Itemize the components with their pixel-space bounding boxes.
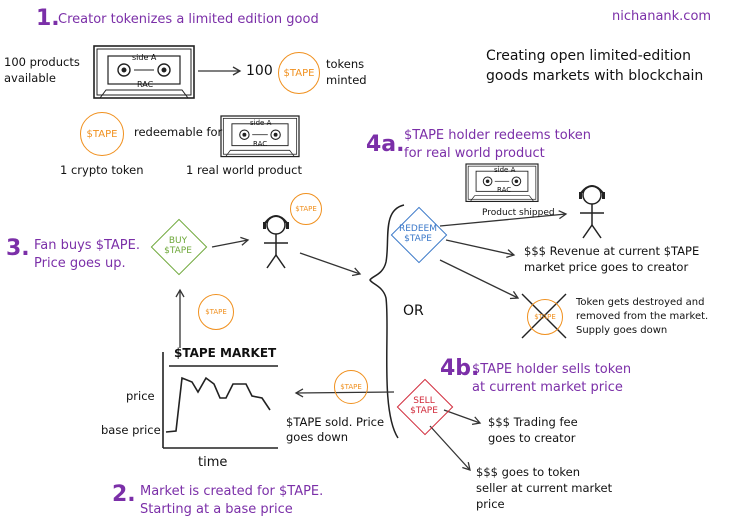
arrow-icon	[429, 425, 471, 471]
step3-number: 3.	[6, 236, 30, 261]
step4a-text-2: for real world product	[404, 146, 545, 161]
coin-icon: $TAPE	[278, 52, 320, 94]
fee-text-2: goes to creator	[488, 431, 576, 445]
axis-base-price-label: base price	[101, 423, 161, 437]
one-real-product-label: 1 real world product	[186, 163, 302, 177]
axis-time-label: time	[198, 455, 228, 470]
tape-brand-label: RAC	[497, 186, 512, 194]
destroyed-text-2: removed from the market.	[576, 311, 709, 322]
redeemable-label: redeemable for	[134, 125, 223, 139]
coin-icon: $TAPE	[290, 193, 322, 225]
tokens-label: tokens	[326, 57, 365, 71]
destroyed-text-3: Supply goes down	[576, 325, 668, 336]
market-chart	[162, 352, 278, 449]
site-link[interactable]: nichanank.com	[612, 9, 712, 24]
products-label-2: available	[4, 71, 56, 85]
arrow-icon	[211, 236, 250, 248]
step2-number: 2.	[112, 482, 136, 507]
step3-text-2: Price goes up.	[34, 256, 126, 271]
fee-text: $$$ Trading fee	[488, 415, 578, 429]
tape-side-label: side A	[250, 119, 272, 127]
or-label: OR	[403, 303, 424, 319]
coin-icon: $TAPE	[198, 294, 234, 330]
tape-side-label: side A	[132, 53, 157, 62]
step4a-text: $TAPE holder redeems token	[404, 128, 592, 143]
tape-brand-label: RAC	[253, 140, 268, 148]
coin-icon: $TAPE	[80, 112, 124, 156]
tape-side-label: side A	[494, 166, 516, 174]
products-label: 100 products	[4, 55, 80, 69]
tape-brand-label: RAC	[137, 80, 154, 89]
seller-text: $$$ goes to token	[476, 465, 581, 479]
buy-label: BUY$TAPE	[164, 236, 192, 257]
seller-text-3: price	[476, 497, 505, 511]
page-title: Creating open limited-edition	[486, 48, 691, 64]
seller-text-2: seller at current market	[476, 481, 613, 495]
arrow-icon	[443, 409, 482, 426]
step4a-number: 4a.	[366, 132, 405, 157]
arrow-icon	[439, 210, 568, 227]
sold-text-2: goes down	[286, 430, 349, 444]
coin-icon: $TAPE	[527, 299, 563, 335]
arrow-icon	[439, 259, 520, 300]
destroyed-text: Token gets destroyed and	[576, 297, 705, 308]
page-subtitle: goods markets with blockchain	[486, 68, 704, 84]
one-crypto-token-label: 1 crypto token	[60, 163, 144, 177]
step2-text-2: Starting at a base price	[140, 502, 293, 517]
step1-text: Creator tokenizes a limited edition good	[58, 12, 319, 27]
revenue-text-2: market price goes to creator	[524, 260, 689, 274]
arrow-icon	[299, 252, 362, 277]
sell-label: SELL$TAPE	[410, 396, 438, 417]
stick-figure-icon	[262, 215, 290, 269]
sold-text: $TAPE sold. Price	[286, 415, 385, 429]
redeem-label: REDEEM$TAPE	[398, 224, 437, 245]
step2-text: Market is created for $TAPE.	[140, 484, 324, 499]
step1-number: 1.	[36, 6, 60, 31]
stick-figure-icon	[578, 185, 606, 239]
brace	[369, 204, 405, 439]
price-line	[165, 376, 271, 433]
revenue-text: $$$ Revenue at current $TAPE	[524, 244, 700, 258]
step4b-text-2: at current market price	[472, 380, 623, 395]
step4b-text: $TAPE holder sells token	[472, 362, 632, 377]
axis-price-label: price	[126, 389, 155, 403]
tokens-count: 100	[246, 63, 273, 79]
step4b-number: 4b.	[440, 356, 480, 381]
step3-text: Fan buys $TAPE.	[34, 238, 140, 253]
arrow-icon	[445, 239, 516, 259]
coin-icon: $TAPE	[334, 370, 368, 404]
market-title: $TAPE MARKET	[174, 346, 277, 360]
tokens-label-2: minted	[326, 73, 367, 87]
product-shipped-label: Product shipped	[482, 208, 555, 218]
